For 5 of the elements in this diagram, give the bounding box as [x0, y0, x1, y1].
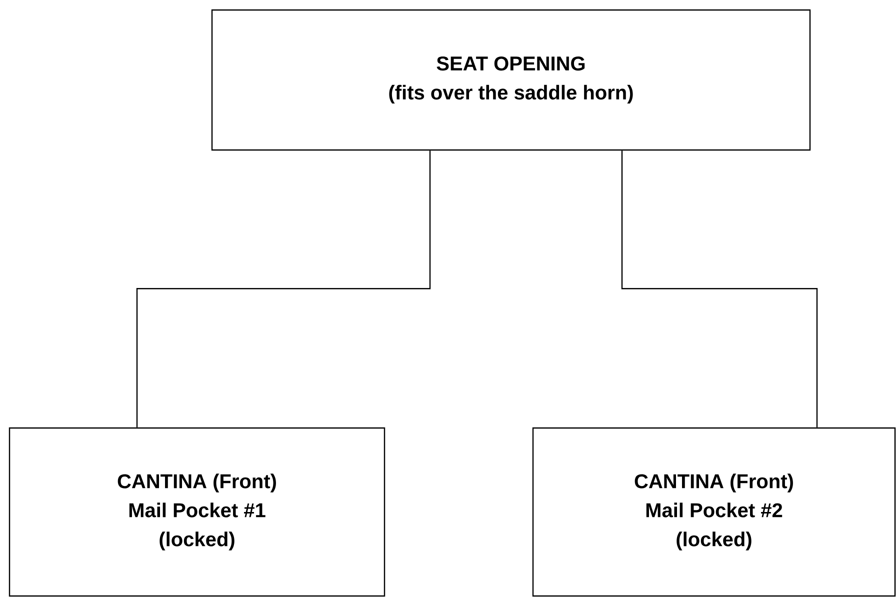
text-box: CANTINA (Front) Mail Pocket #1 (locked): [8, 427, 386, 597]
connector-line: [621, 150, 818, 428]
connector-line: [136, 150, 431, 428]
text-box: CANTINA (Front) Mail Pocket #2 (locked): [532, 427, 896, 597]
text-box: SEAT OPENING (fits over the saddle horn): [211, 9, 811, 151]
